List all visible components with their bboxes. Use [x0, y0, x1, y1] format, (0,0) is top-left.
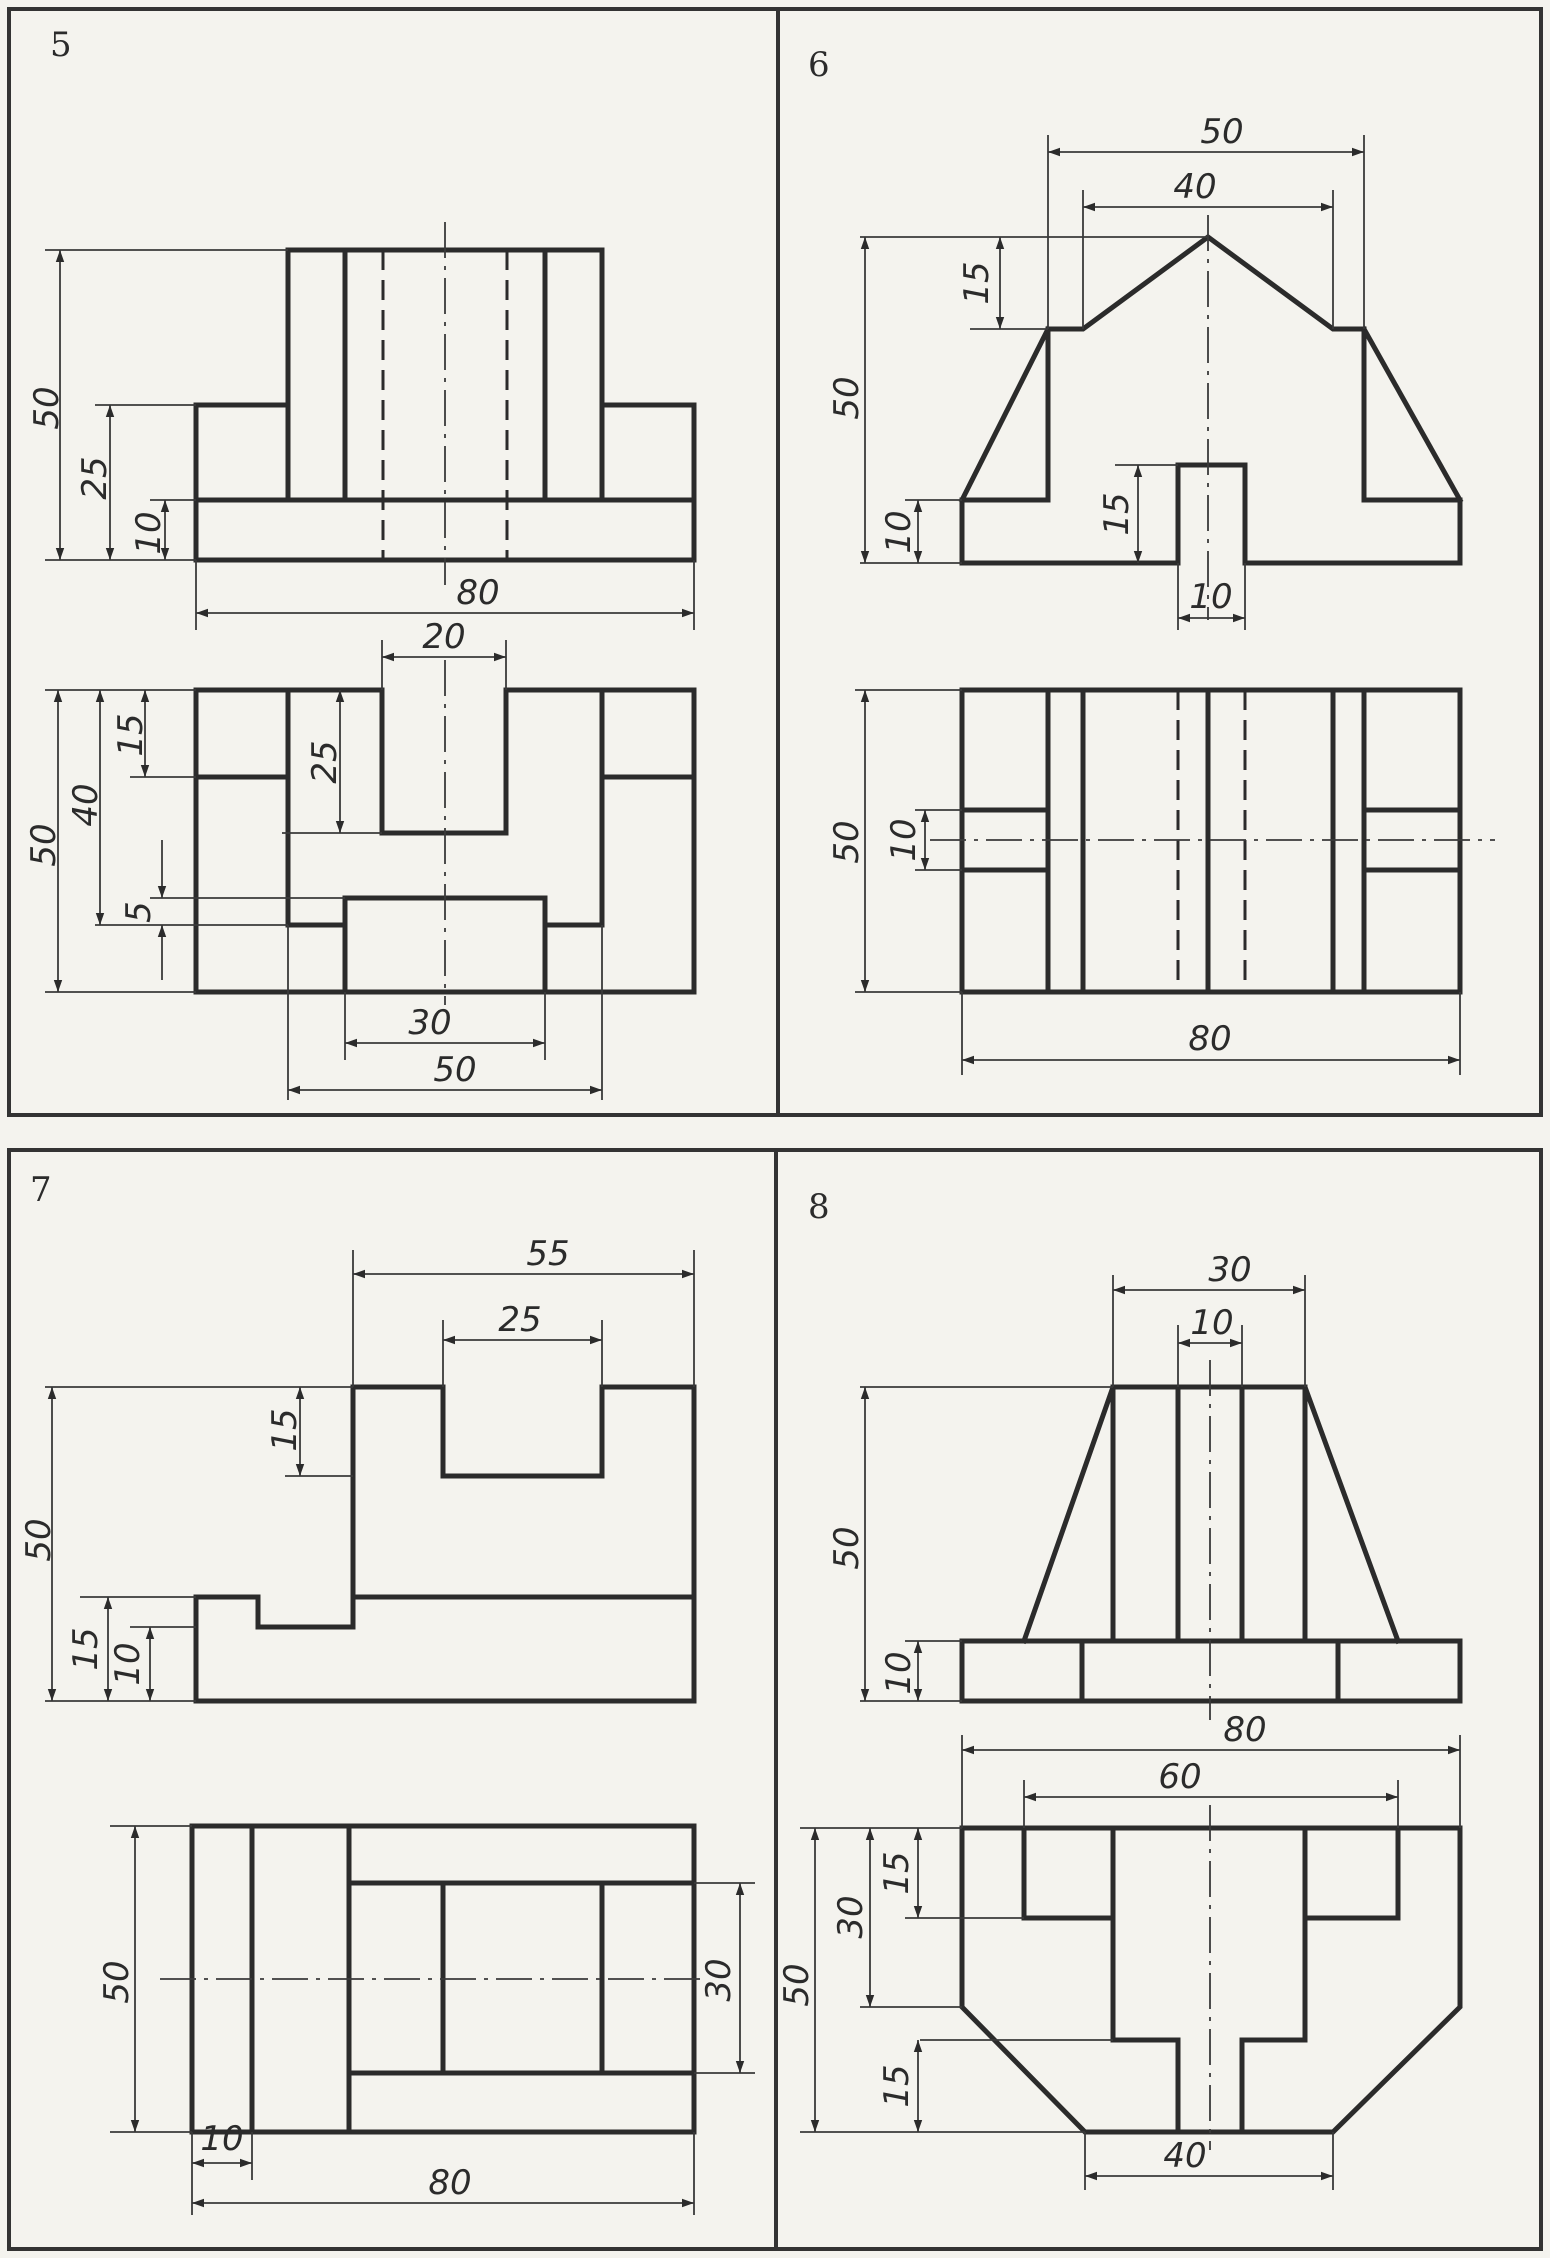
p6-dim-plan-10: 10 [884, 818, 924, 861]
panel-6-front-view: 50 40 50 15 10 15 10 [827, 112, 1464, 630]
p5-dim-40: 40 [66, 783, 106, 826]
p8-dim-top-10: 10 [1190, 1303, 1233, 1343]
p7-dim-25: 25 [498, 1300, 541, 1340]
p7-dim-15: 15 [66, 1627, 106, 1670]
p6-dim-top-40: 40 [1173, 167, 1216, 207]
panel-5-front-view: 50 25 10 80 [27, 222, 697, 630]
p8-dim-80: 80 [1223, 1710, 1266, 1750]
p5-dim-15: 15 [111, 713, 151, 756]
p5-dim-80: 80 [456, 573, 499, 613]
p7-dim-10: 10 [108, 1642, 148, 1685]
panel-number-8: 8 [808, 1187, 830, 1227]
p8-dim-10: 10 [879, 1651, 919, 1694]
p8-dim-plan-50: 50 [777, 1963, 817, 2006]
p5-dim-20: 20 [422, 617, 465, 657]
panel-6-drawing: 50 40 50 15 10 15 10 [827, 112, 1495, 1075]
panel-7-drawing: 55 25 50 15 15 10 [19, 1234, 755, 2215]
p7-dim-plan-30: 30 [699, 1958, 739, 2001]
panel-number-7: 7 [30, 1170, 52, 1210]
p8-dim-plan-30: 30 [831, 1895, 871, 1938]
p7-dim-plan-50: 50 [97, 1960, 137, 2003]
p5-dim-5: 5 [119, 901, 159, 923]
p5-dim-50: 50 [27, 386, 67, 429]
p6-dim-10: 10 [879, 510, 919, 553]
p8-dim-60: 60 [1158, 1757, 1201, 1797]
p6-dim-slot-15: 15 [1097, 492, 1137, 535]
p6-dim-15: 15 [957, 261, 997, 304]
p5-dim-slot-25: 25 [305, 740, 345, 783]
p7-dim-55: 55 [526, 1234, 569, 1274]
p7-dim-50: 50 [19, 1518, 59, 1561]
p5-dim-30: 30 [408, 1003, 451, 1043]
p7-dim-plan-10: 10 [200, 2119, 243, 2159]
p5-dim-plan-50: 50 [24, 823, 64, 866]
p6-dim-slot-10: 10 [1189, 577, 1232, 617]
p6-dim-80: 80 [1188, 1019, 1231, 1059]
p8-dim-top-30: 30 [1208, 1250, 1251, 1290]
p6-dim-top-50: 50 [1200, 112, 1243, 152]
p5-dim-10: 10 [129, 511, 169, 554]
panel-number-5: 5 [50, 25, 72, 65]
p7-dim-80: 80 [428, 2163, 471, 2203]
panel-8-drawing: 30 10 50 10 [777, 1250, 1463, 2190]
p8-dim-50: 50 [827, 1526, 867, 1569]
p5-dim-step-50: 50 [433, 1050, 476, 1090]
frame-top [7, 7, 1543, 1117]
panel-5-plan-view: 20 50 40 15 25 5 30 50 [24, 617, 697, 1100]
p8-dim-40: 40 [1163, 2136, 1206, 2176]
p7-dim-notch-15: 15 [265, 1408, 305, 1451]
panel-number-6: 6 [808, 45, 830, 85]
p5-dim-25: 25 [75, 456, 115, 499]
panel-8-front-view: 30 10 50 10 [827, 1250, 1463, 1720]
panel-6-plan-view: 50 10 80 [827, 687, 1495, 1075]
p6-dim-50: 50 [827, 376, 867, 419]
panel-5-drawing: 50 25 10 80 [24, 222, 697, 1100]
p8-dim-plan-15: 15 [877, 1851, 917, 1894]
panel-7-plan-view: 50 30 10 80 [97, 1823, 755, 2215]
panel-7-front-view: 55 25 50 15 15 10 [19, 1234, 697, 1704]
p8-dim-cham-15: 15 [877, 2064, 917, 2107]
p6-dim-plan-50: 50 [827, 820, 867, 863]
panel-8-plan-view: 80 60 15 30 50 15 40 [777, 1710, 1463, 2190]
